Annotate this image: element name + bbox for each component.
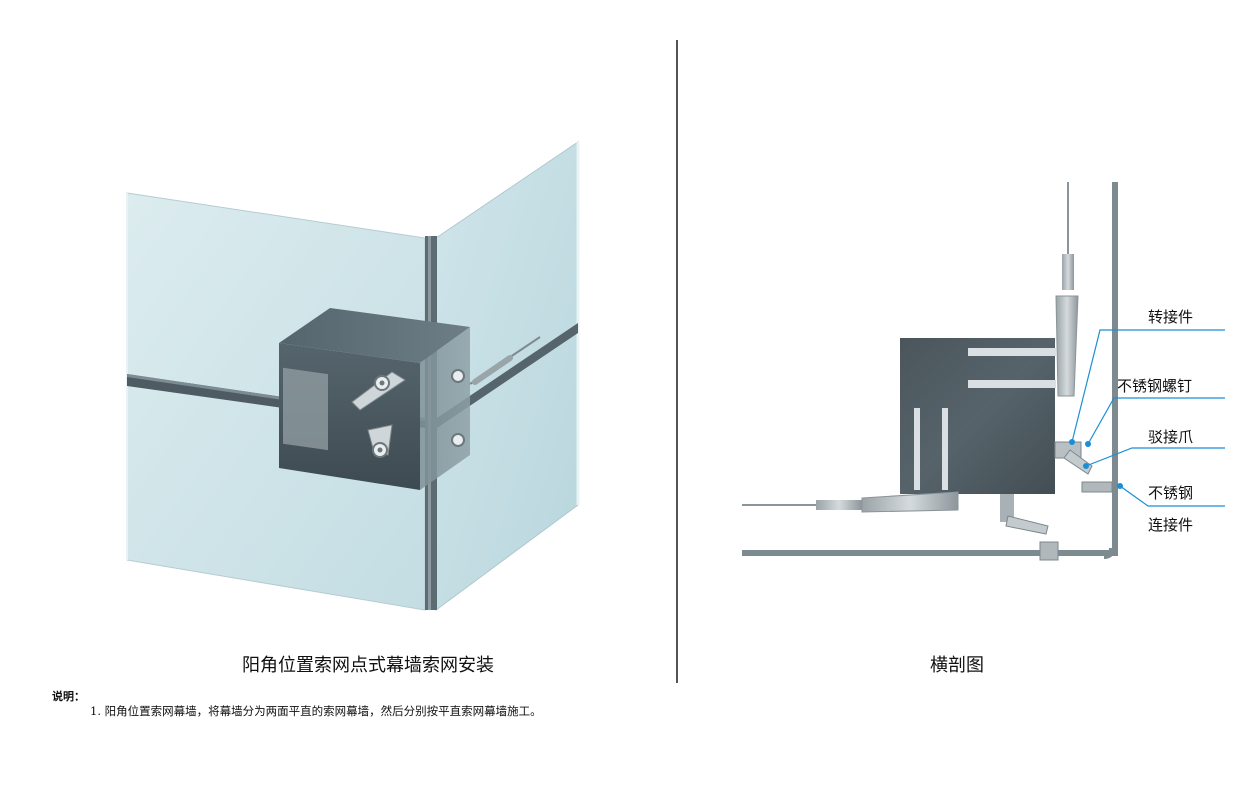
embed-slot [914, 408, 920, 490]
callout-stainless-screw: 不锈钢螺钉 [1117, 377, 1193, 395]
spider-fitting-lower [367, 424, 393, 458]
spider-fitting-upper [351, 371, 406, 411]
concrete-block-top [279, 308, 470, 363]
callout-connector: 连接件 [1148, 516, 1194, 534]
embed-slot [968, 348, 1056, 356]
claw-arm-lower-link [1005, 515, 1049, 535]
spider-fitting-side [451, 369, 465, 447]
corner-cable-net-3d-view [126, 141, 580, 611]
horizontal-cable-anchor [861, 491, 959, 513]
embed-slot [968, 380, 1056, 388]
left-figure-caption: 阳角位置索网点式幕墙索网安装 [242, 655, 494, 676]
cross-section-view [742, 182, 1225, 561]
callout-dot [1069, 439, 1075, 445]
bolt-fitting-bottom [1039, 541, 1059, 561]
callout-dot [1085, 441, 1091, 447]
glass-vertical [1112, 182, 1118, 552]
concrete-section [900, 338, 1055, 494]
embed-slot [942, 408, 948, 490]
callout-adapter: 转接件 [1148, 308, 1194, 326]
claw-arm-lower [1000, 494, 1014, 522]
callout-leaders [1071, 329, 1225, 507]
glass-horizontal [742, 550, 1118, 556]
vertical-cable-anchor [1055, 295, 1079, 397]
callout-dot [1117, 483, 1123, 489]
tension-rod [472, 355, 513, 385]
embedded-plate [283, 367, 328, 451]
concrete-block-side [420, 327, 470, 490]
horizontal-cable-sleeve [816, 500, 862, 510]
callout-stainless-steel: 不锈钢 [1148, 484, 1194, 502]
vertical-cable-sleeve [1062, 254, 1074, 290]
glass-corner [1103, 547, 1115, 559]
callout-claw: 驳接爪 [1148, 428, 1194, 446]
bolt-fitting-side [1081, 481, 1113, 493]
notes-heading: 说明： [52, 690, 85, 703]
notes-item: 1. 阳角位置索网幕墙，将幕墙分为两面平直的索网幕墙，然后分别按平直索网幕墙施工… [90, 704, 542, 718]
callout-dot [1083, 463, 1089, 469]
right-figure-caption: 横剖图 [930, 655, 984, 676]
horizontal-beam-right [437, 323, 578, 428]
